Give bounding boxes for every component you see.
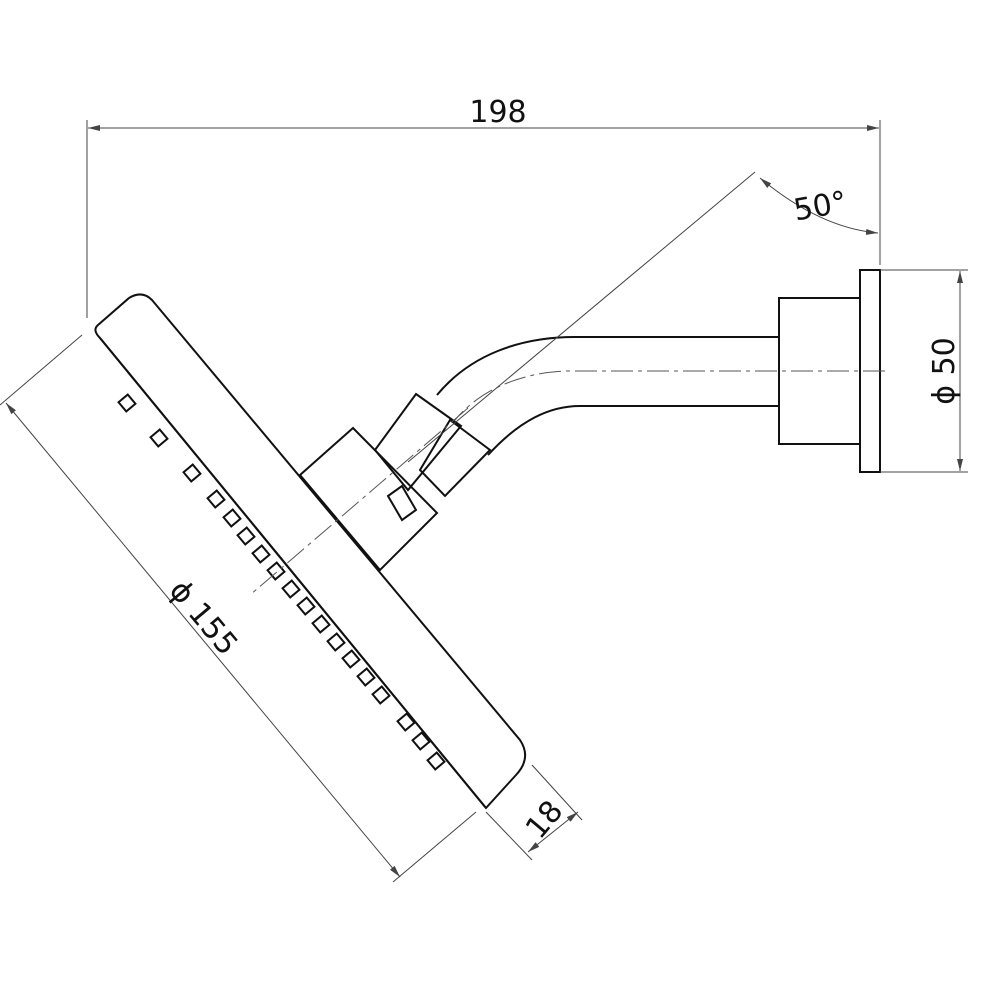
dimension-head-diameter: ϕ 155 <box>0 334 477 883</box>
nozzle-row <box>117 393 446 771</box>
dimension-head-thickness: 18 <box>485 764 583 861</box>
dimension-overall-width: 198 <box>86 95 881 318</box>
arm-angle-label: 50° <box>791 185 849 229</box>
dimension-arm-angle: 50° <box>407 171 879 463</box>
dimension-flange-diameter: ϕ 50 <box>880 269 968 473</box>
center-lines <box>249 370 885 596</box>
flange-diameter-label: ϕ 50 <box>927 337 962 405</box>
shower-arm <box>436 336 779 456</box>
swivel-nut <box>373 392 492 498</box>
head-thickness-label: 18 <box>519 794 570 846</box>
overall-width-label: 198 <box>469 95 526 130</box>
head-diameter-label: ϕ 155 <box>162 573 244 662</box>
ball-joint-housing <box>298 426 439 572</box>
